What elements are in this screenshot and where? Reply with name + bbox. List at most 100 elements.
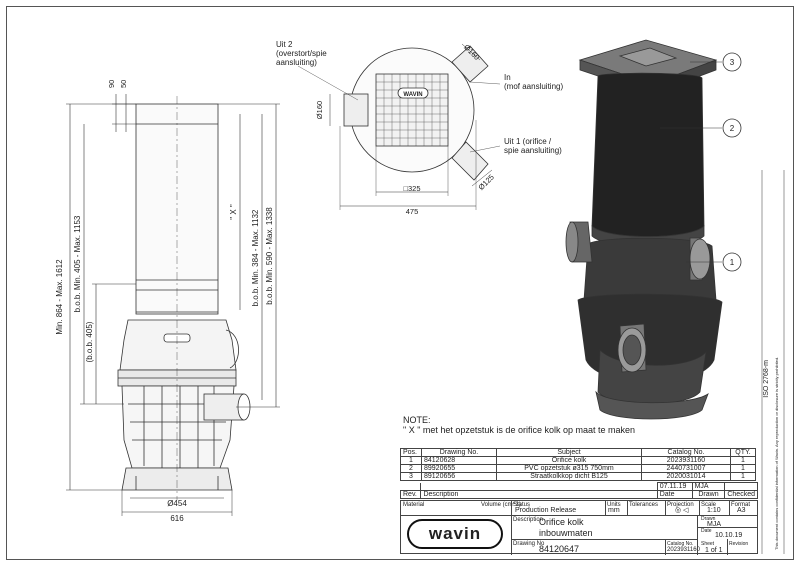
top-dim-475: 475	[406, 207, 419, 216]
revision-header: Rev.	[399, 490, 422, 499]
drawing-sheet	[6, 6, 794, 560]
status-label: Status	[513, 502, 531, 508]
revision-date-row: 07.11.19 MJA	[400, 482, 758, 491]
bom-cell: 1	[400, 456, 422, 465]
drawingno-value: 84120647	[539, 544, 580, 554]
table-row: 2 89920655 PVC opzetstuk ø315 750mm 2440…	[400, 464, 756, 473]
top-view-pipe-uit1	[451, 141, 489, 181]
drawn-label: Drawn	[701, 516, 716, 522]
tolerances-label: Tolerances	[629, 502, 659, 508]
top-label-uit2-line1: Uit 2	[276, 40, 293, 49]
side-dim-90: 90	[107, 80, 116, 88]
bom-cell: 1	[730, 456, 756, 465]
drawn-value: MJA	[707, 521, 721, 528]
description-line2: inbouwmaten	[539, 528, 593, 538]
catalog-value: 2023931160	[667, 547, 700, 553]
top-dim-325: □325	[403, 184, 420, 193]
side-dim-454: Ø454	[167, 499, 187, 508]
title-block: Material Volume (cm^3) Status Production…	[400, 500, 758, 555]
revision-table: 07.11.19 MJA Rev. Description Date Drawn…	[399, 482, 758, 499]
bom-cell: 2020031014	[641, 472, 731, 481]
top-view-pipe-in	[451, 45, 489, 83]
sheet-value: 1 of 1	[705, 547, 723, 554]
revision-header: Date	[656, 490, 693, 499]
iso-column	[591, 72, 705, 237]
revision-label: Revision	[729, 541, 749, 547]
revision-drawn: MJA	[691, 482, 726, 491]
bom-cell: PVC opzetstuk ø315 750mm	[496, 464, 642, 473]
bom-header: QTY.	[730, 448, 756, 457]
revision-date: 07.11.19	[656, 482, 693, 491]
side-dim-616: 616	[170, 514, 184, 523]
note-title: NOTE:	[403, 415, 431, 425]
drawingno-label: Drawing No	[513, 541, 545, 547]
top-label-uit1-line1: Uit 1 (orifice /	[504, 137, 552, 146]
bom-header-row: Pos. Drawing No. Subject Catalog No. QTY…	[400, 448, 756, 457]
top-view-grate	[375, 73, 449, 147]
callout-1	[722, 252, 742, 272]
side-dim-bob-right2: b.o.b. Min. 590 - Max. 1338	[265, 207, 274, 305]
bom-header: Catalog No.	[641, 448, 731, 457]
top-label-uit2-line3: aansluiting)	[276, 58, 317, 67]
revision-header-row: Rev. Description Date Drawn Checked	[399, 490, 758, 499]
wavin-logo: wavin	[407, 519, 503, 549]
callout-2	[722, 118, 742, 138]
side-dim-bob: b.o.b. Min. 405 - Max. 1153	[73, 215, 82, 312]
top-label-in-line1: In	[504, 73, 511, 82]
bom-cell: 89920655	[421, 464, 497, 473]
bom-cell: Straatkolkkop dicht B125	[496, 472, 642, 481]
date-value: 10.10.19	[715, 532, 743, 539]
bom-cell: Orifice kolk	[496, 456, 642, 465]
top-label-uit1-line2: spie aansluiting)	[504, 146, 562, 155]
format-label: Format	[731, 502, 751, 508]
bom-table: Pos. Drawing No. Subject Catalog No. QTY…	[400, 448, 756, 481]
top-view-brand: WAVIN	[403, 92, 422, 98]
callout-3-label: 3	[730, 58, 735, 67]
iso-standard: ISO 2768-m	[763, 360, 770, 398]
date-label: Date	[701, 528, 712, 534]
wavin-logo-text: wavin	[428, 524, 482, 543]
status-value: Production Release	[515, 507, 577, 514]
material-label: Material	[403, 502, 425, 508]
table-row: 1 84120628 Orifice kolk 2023931160 1	[400, 456, 756, 465]
callout-2-label: 2	[730, 124, 735, 133]
side-dim-x: " X "	[229, 204, 238, 220]
legal-notice: This document contains confidential info…	[774, 356, 779, 550]
table-row: 3 89120656 Straatkolkkop dicht B125 2020…	[400, 472, 756, 481]
bom-cell: 84120628	[421, 456, 497, 465]
callout-1-label: 1	[730, 258, 735, 267]
scale-label: Scale	[701, 502, 717, 508]
callout-3	[722, 52, 742, 72]
format-value: A3	[737, 507, 746, 514]
side-top-bell	[119, 319, 237, 371]
top-label-in-line2: (mof aansluiting)	[504, 82, 563, 91]
note: NOTE: " X " met het opzetstuk is de orif…	[403, 415, 635, 435]
bom-header: Drawing No.	[421, 448, 497, 457]
revision-header: Drawn	[691, 490, 726, 499]
scale-value: 1:10	[707, 507, 721, 514]
bom-cell: 2023931160	[641, 456, 731, 465]
note-text: " X " met het opzetstuk is de orifice ko…	[403, 425, 635, 435]
bom-cell: 3	[400, 472, 422, 481]
volume-label: Volume (cm^3)	[481, 502, 521, 508]
bom-header: Pos.	[400, 448, 422, 457]
description-label: Description	[513, 517, 544, 523]
units-value: mm	[608, 507, 620, 514]
iso-foot	[595, 390, 709, 420]
side-dim-50: 50	[119, 80, 128, 88]
side-dim-bob-right1: b.o.b. Min. 384 - Max. 1132	[251, 209, 260, 306]
revision-header: Checked	[724, 490, 758, 499]
catalog-label: Catalog No.	[667, 541, 694, 547]
sheet-label: Sheet	[701, 541, 715, 547]
top-dim-d125: Ø125	[477, 173, 496, 192]
projection-label: Projection	[667, 502, 694, 508]
units-label: Units	[607, 502, 621, 508]
revision-header: Description	[420, 490, 658, 499]
description-line1: Orifice kolk	[539, 517, 584, 527]
bom-cell: 2440731007	[641, 464, 731, 473]
side-dim-bob2: (b.o.b. 405)	[85, 321, 94, 362]
bom-cell: 1	[730, 472, 756, 481]
top-view-pipe-uit2	[343, 93, 369, 127]
bom-cell: 89120656	[421, 472, 497, 481]
